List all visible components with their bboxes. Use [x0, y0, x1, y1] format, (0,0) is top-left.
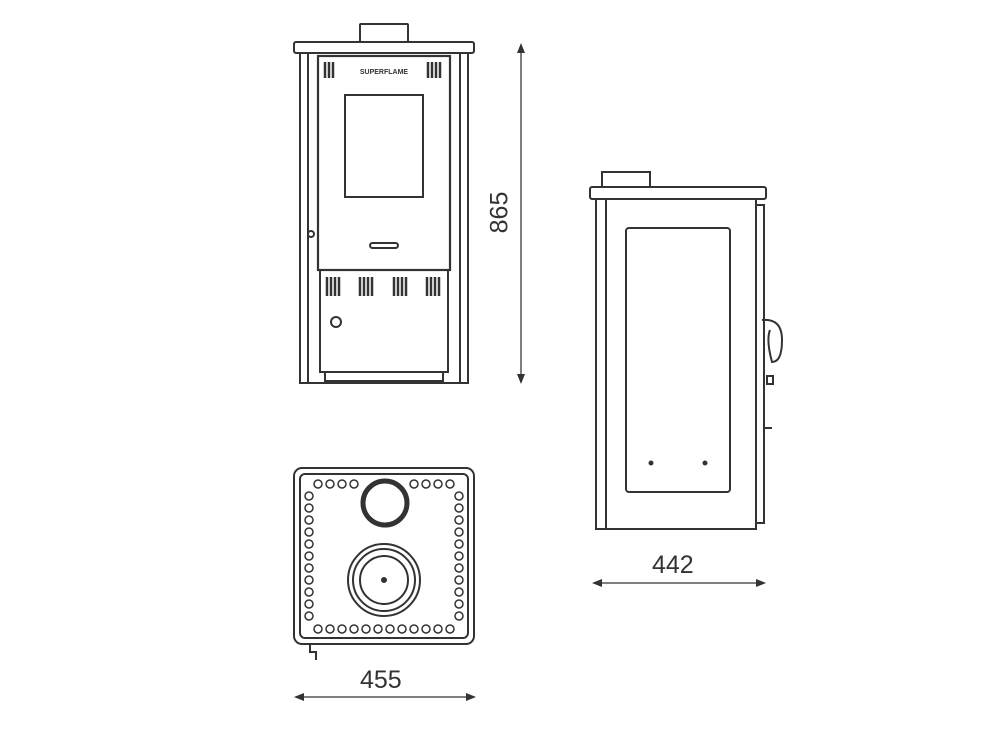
bolt-holes — [304, 479, 464, 634]
top-view — [293, 467, 475, 660]
depth-dimension-label: 442 — [652, 551, 694, 579]
width-dimension-line — [294, 693, 476, 701]
height-dimension-line — [517, 43, 525, 384]
width-dimension-label: 455 — [360, 666, 402, 694]
height-dimension-label: 865 — [485, 191, 514, 234]
brand-plate: SUPERFLAME — [360, 69, 409, 76]
side-view — [589, 171, 784, 530]
depth-dimension-line — [592, 579, 766, 587]
front-view: SUPERFLAME — [293, 23, 475, 384]
